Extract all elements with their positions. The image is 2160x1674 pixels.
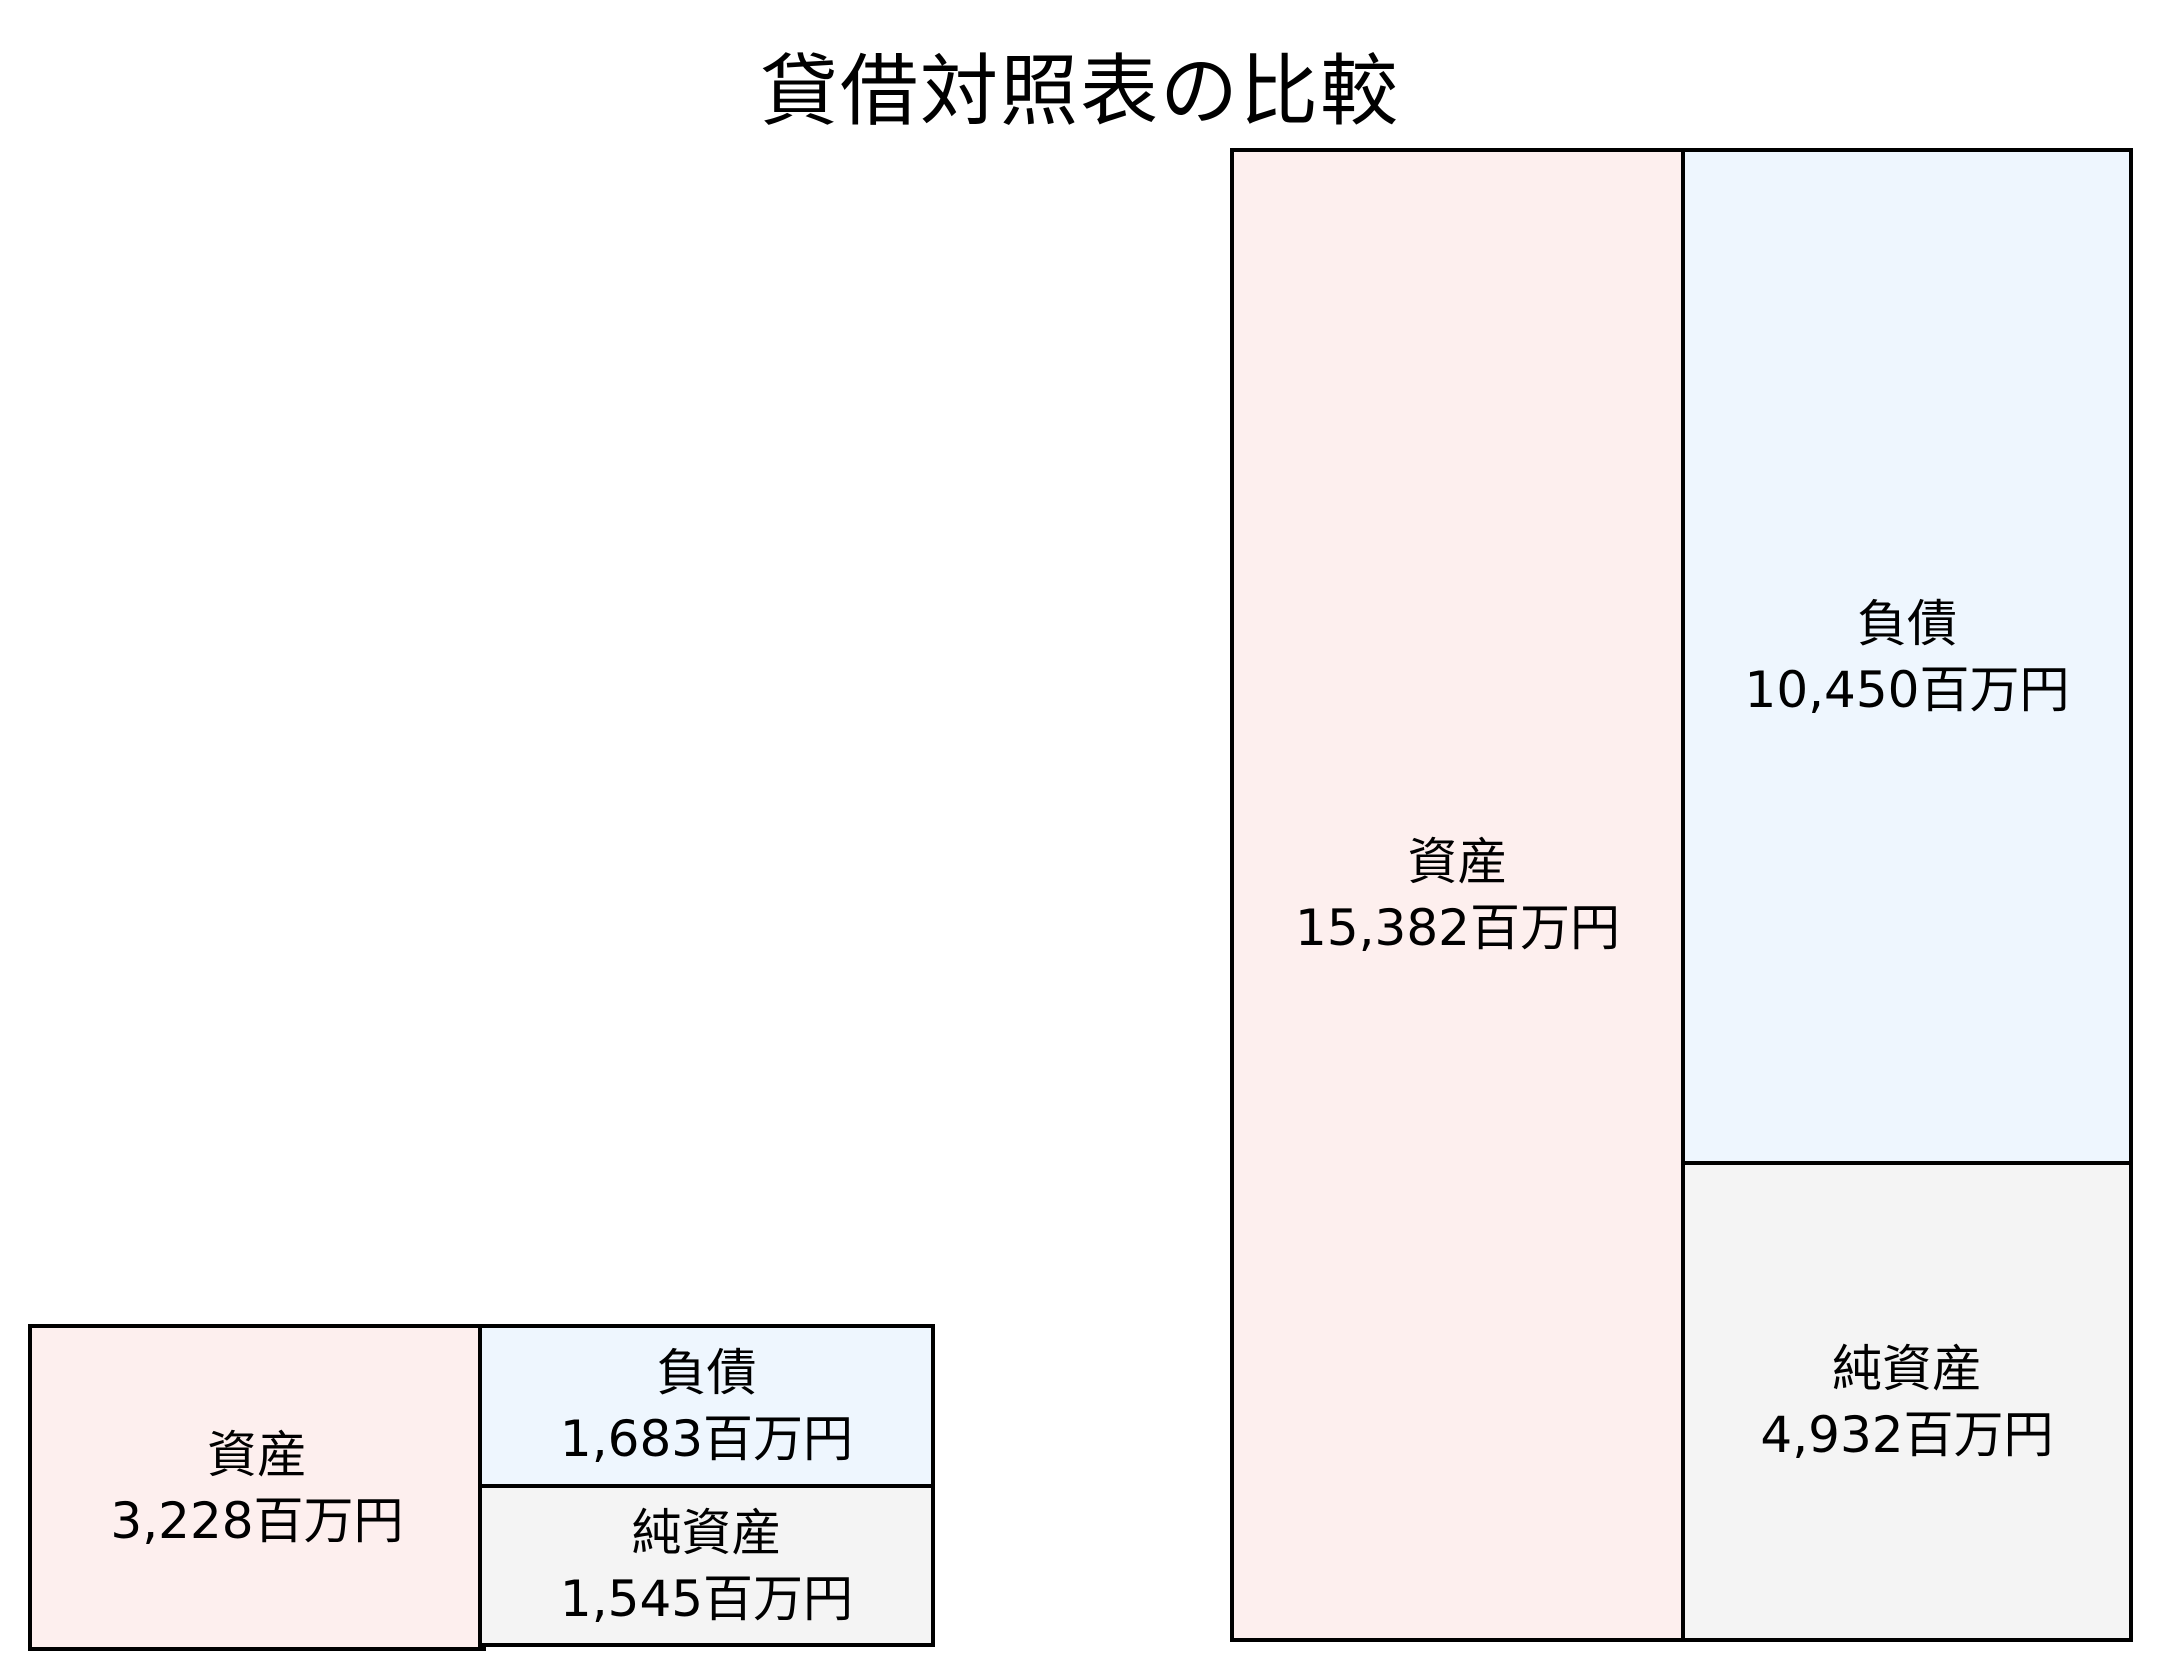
large-liability-value: 10,450百万円 (1744, 660, 2070, 719)
chart-title: 貸借対照表の比較 (759, 47, 1400, 137)
large-asset-value: 15,382百万円 (1295, 899, 1620, 957)
small-asset-box: 資産 3,228百万円 (28, 1324, 486, 1651)
large-liability-label: 負債 (1857, 594, 1957, 653)
large-liability-box: 負債 10,450百万円 (1681, 148, 2133, 1165)
large-asset-box: 資産 15,382百万円 (1230, 148, 1685, 1642)
small-asset-label: 資産 (207, 1425, 307, 1484)
small-net-assets-value: 1,545百万円 (559, 1569, 854, 1628)
large-asset-label: 資産 (1407, 833, 1508, 891)
small-liability-label: 負債 (656, 1344, 757, 1402)
small-asset-value: 3,228百万円 (110, 1491, 404, 1550)
small-liability-value: 1,683百万円 (559, 1410, 854, 1468)
small-liability-box: 負債 1,683百万円 (478, 1324, 935, 1488)
large-net-assets-box: 純資産 4,932百万円 (1681, 1161, 2133, 1642)
large-net-assets-label: 純資産 (1832, 1339, 1982, 1398)
large-net-assets-value: 4,932百万円 (1760, 1405, 2054, 1464)
small-net-assets-label: 純資産 (631, 1503, 782, 1562)
small-net-assets-box: 純資産 1,545百万円 (478, 1484, 935, 1647)
